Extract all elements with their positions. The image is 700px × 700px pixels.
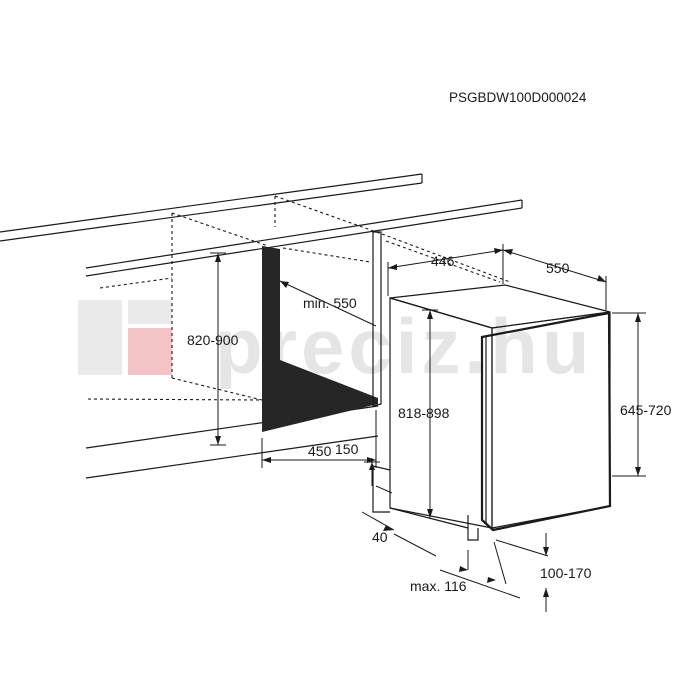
plinth-height-label: 150 [335, 441, 359, 457]
plinth-depth-dim [361, 511, 437, 557]
watermark-box-accent [128, 328, 172, 375]
cabinet-side-panel [372, 231, 382, 407]
niche-depth-dim [279, 280, 377, 327]
niche-depth-label: min. 550 [303, 295, 357, 311]
plinth-depth-label: 40 [372, 529, 388, 545]
door-height-label: 645-720 [620, 402, 672, 418]
appliance-height-label: 818-898 [398, 405, 450, 421]
watermark-box-left [78, 300, 122, 375]
niche-side-wall [262, 246, 378, 432]
niche-width-label: 450 [308, 443, 332, 459]
appliance-width-label: 550 [546, 260, 570, 276]
door-height-dim [612, 312, 646, 477]
appliance-depth-label: 446 [431, 253, 455, 269]
feet-height-label: 100-170 [540, 565, 592, 581]
door-travel-label: max. 116 [410, 578, 467, 594]
niche-height-label: 820-900 [187, 332, 239, 348]
feet-height-dim [495, 533, 549, 612]
product-code: PSGBDW100D000024 [449, 90, 587, 105]
plinth-height-dim [364, 458, 393, 494]
niche-height-dim [210, 252, 226, 446]
door-travel-dim [439, 541, 521, 599]
appliance-width-dim [502, 249, 607, 310]
watermark: preciz.hu [78, 300, 589, 390]
appliance-height-dim [422, 309, 438, 518]
watermark-box-right [128, 300, 172, 324]
countertop [0, 173, 523, 277]
appliance-depth-dim [387, 244, 504, 296]
niche-outline [87, 195, 511, 401]
dishwasher-body [372, 284, 612, 541]
extension-lines [385, 240, 501, 283]
